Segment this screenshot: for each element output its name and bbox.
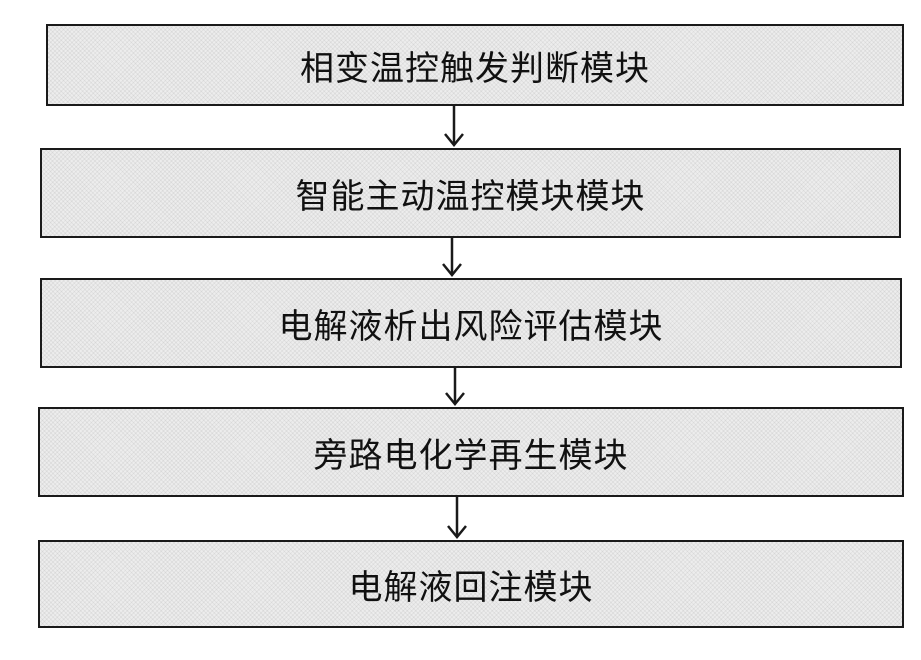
arrow-down-icon — [445, 497, 469, 540]
arrow-down-icon — [442, 106, 466, 148]
arrow-down-icon — [443, 368, 467, 407]
step-box-electrolyte-reinjection: 电解液回注模块 — [38, 540, 904, 628]
step-box-active-temperature-control: 智能主动温控模块模块 — [40, 148, 901, 238]
step-label: 旁路电化学再生模块 — [314, 428, 629, 477]
step-label: 智能主动温控模块模块 — [296, 169, 646, 218]
step-box-electrolyte-risk-assessment: 电解液析出风险评估模块 — [40, 278, 902, 368]
step-box-phase-change-trigger: 相变温控触发判断模块 — [46, 24, 904, 106]
step-label: 电解液回注模块 — [349, 560, 594, 609]
arrow-down-icon — [440, 238, 464, 278]
step-label: 电解液析出风险评估模块 — [279, 299, 664, 348]
step-label: 相变温控触发判断模块 — [300, 41, 650, 90]
step-box-bypass-electrochemical-regeneration: 旁路电化学再生模块 — [38, 407, 904, 497]
